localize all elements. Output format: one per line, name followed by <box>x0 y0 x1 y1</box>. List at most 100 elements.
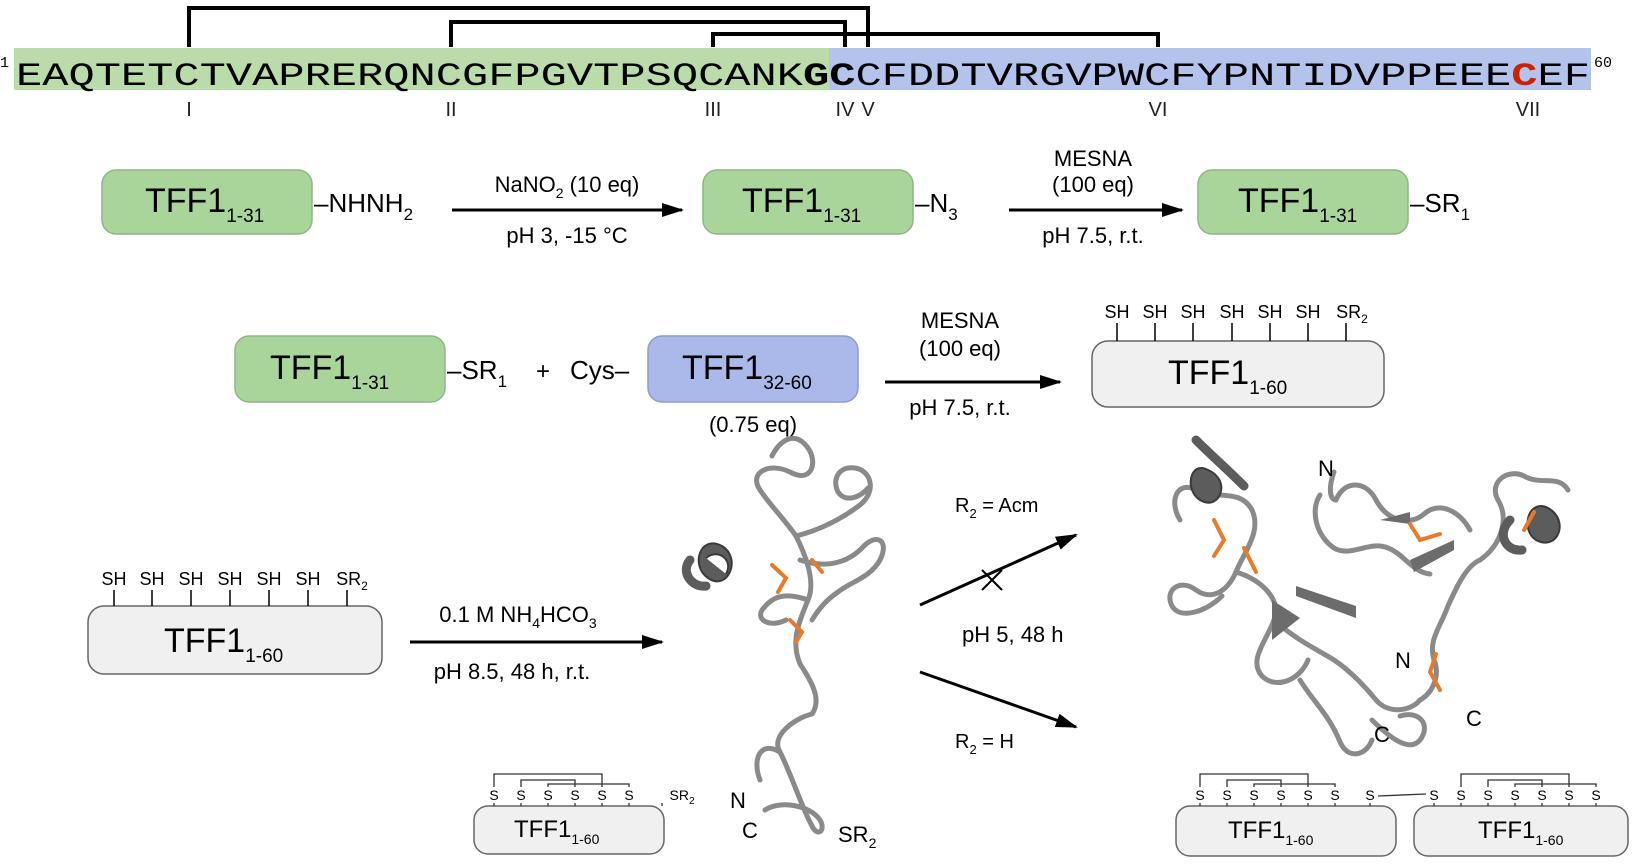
folded-monomer-structure <box>681 435 886 835</box>
row2-product-ticks <box>1116 323 1347 341</box>
row2-product-label: TFF11-60 <box>1168 354 1287 399</box>
row2-arrow-top1: MESNA <box>921 308 1000 333</box>
branch-up-label: R2 = Acm <box>955 495 1038 521</box>
dimer-s-7: S <box>1365 787 1374 803</box>
row3-sh-1: SH <box>101 569 126 589</box>
row2-sh-3: SH <box>1180 302 1205 322</box>
dimer-s-6: S <box>1330 787 1339 803</box>
cys-label-5: V <box>861 99 875 121</box>
row2-ligation: TFF11-31 –SR1 + Cys– TFF132-60 (0.75 eq)… <box>234 302 1385 437</box>
sequence-start-number: 1 <box>0 55 9 72</box>
row2-sh-6: SH <box>1295 302 1320 322</box>
row1-box1 <box>101 169 313 235</box>
branch-up-condition: pH 5, 48 h <box>962 622 1064 647</box>
row2-product-thiols: SH SH SH SH SH SH SR2 <box>1104 302 1368 326</box>
folded-s-5: S <box>597 787 606 803</box>
branch-down-arrow <box>919 670 1078 729</box>
row2-sh-4: SH <box>1219 302 1244 322</box>
branch-down-label: R2 = H <box>955 731 1014 757</box>
row3-reduced: TFF11-60 SH SH SH SH SH SH SR2 <box>87 569 383 675</box>
row3-arrow-top: 0.1 M NH4HCO3 <box>439 602 597 631</box>
row2-box2-label: TFF132-60 <box>682 349 812 394</box>
dimer-schematic-s-labels: S S S S S S S S S S S S S S <box>1195 787 1600 803</box>
row1-arrow1-top: NaNO2 (10 eq) <box>495 172 640 201</box>
row2-plus: + <box>536 358 550 385</box>
dimer-s-11: S <box>1510 787 1519 803</box>
folded-schematic-bonds <box>493 773 663 806</box>
row2-box1-label: TFF11-31 <box>270 349 389 394</box>
dimer-n-label-2: N <box>1395 648 1411 673</box>
dimer-s-2: S <box>1222 787 1231 803</box>
row3-reduced-ticks <box>113 590 348 606</box>
row1-hydrazide-to-thioester: TFF11-31 –NHNH2 NaNO2 (10 eq) pH 3, -15 … <box>101 146 1470 248</box>
row1-box2-label: TFF11-31 <box>742 182 861 227</box>
dimer-s-1: S <box>1195 787 1204 803</box>
row2-thioester: –SR1 <box>447 355 507 391</box>
dimer-structure <box>1167 435 1571 757</box>
row2-box1 <box>234 335 446 403</box>
row3-sh-3: SH <box>178 569 203 589</box>
dimer-s-13: S <box>1564 787 1573 803</box>
row1-arrow2-top1: MESNA <box>1054 146 1133 171</box>
dimer-s-12: S <box>1537 787 1546 803</box>
cys-label-2: II <box>445 99 456 121</box>
cysteine-labels: I II III IV V VI VII <box>186 99 1540 121</box>
dimer-schematic-box-left <box>1175 805 1397 857</box>
dimer-schematic-box-right <box>1413 805 1629 857</box>
folded-s-6: S <box>624 787 633 803</box>
cys-label-4: IV <box>836 99 856 121</box>
cys-label-7: VII <box>1516 99 1540 121</box>
dimer-n-label-1: N <box>1318 456 1334 481</box>
folded-schematic-label: TFF11-60 <box>514 816 600 847</box>
cys-label-3: III <box>705 99 722 121</box>
folded-schematic: TFF11-60 S S S S S S SR2 <box>473 773 695 855</box>
folded-sr2-label: SR2 <box>838 822 877 851</box>
row1-box3-label: TFF11-31 <box>1238 182 1357 227</box>
row2-equiv: (0.75 eq) <box>709 412 797 437</box>
row3-sr2: SR2 <box>336 569 368 593</box>
row3-reduced-box <box>87 605 383 675</box>
dimer-schematic-bonds <box>1199 773 1597 797</box>
dimer-s-10: S <box>1483 787 1492 803</box>
sequence-junction: GC <box>803 58 855 95</box>
dimer-schematic: TFF11-60 TFF11-60 S S S S S S S S S S S … <box>1175 773 1629 857</box>
dimer-s-14: S <box>1591 787 1600 803</box>
row1-arrow2-bottom: pH 7.5, r.t. <box>1042 223 1144 248</box>
row3-sh-5: SH <box>256 569 281 589</box>
row2-arrow-top2: (100 eq) <box>919 336 1001 361</box>
row1-box1-label: TFF11-31 <box>145 182 264 227</box>
sequence-mutated-residue: C <box>1511 58 1537 95</box>
row2-sr2: SR2 <box>1336 302 1368 326</box>
dimer-s-3: S <box>1249 787 1258 803</box>
dimer-c-label-1: C <box>1466 706 1482 731</box>
folded-s-2: S <box>516 787 525 803</box>
row1-box2 <box>702 169 914 235</box>
row2-sh-1: SH <box>1104 302 1129 322</box>
row2-box2 <box>647 335 859 403</box>
row3-reduced-thiols: SH SH SH SH SH SH SR2 <box>101 569 368 593</box>
folded-c-label: C <box>742 818 758 843</box>
dimer-s-9: S <box>1456 787 1465 803</box>
row1-arrow1-bottom: pH 3, -15 °C <box>506 223 627 248</box>
bracket-III-VI <box>711 32 1160 47</box>
row3-arrow-bottom: pH 8.5, 48 h, r.t. <box>434 659 591 684</box>
row1-arrow2-top2: (100 eq) <box>1052 172 1134 197</box>
cys-label-1: I <box>186 99 192 121</box>
sequence-end-number: 60 <box>1594 55 1612 72</box>
sequence-segment1: EAQTETCTVAPRERQNCGFPGVTPSQCANK <box>16 58 804 95</box>
row2-product-box <box>1091 340 1385 408</box>
folded-s-4: S <box>570 787 579 803</box>
dimer-schematic-label-left: TFF11-60 <box>1228 817 1314 848</box>
dimer-schematic-ticks <box>1199 803 1597 806</box>
row2-sh-5: SH <box>1257 302 1282 322</box>
branch-up-arrow <box>919 533 1078 607</box>
row2-arrow-bottom: pH 7.5, r.t. <box>909 395 1011 420</box>
row3-sh-4: SH <box>217 569 242 589</box>
bracket-I-V <box>187 6 870 47</box>
sequence-end-tail: EF <box>1538 58 1590 95</box>
cys-label-6: VI <box>1149 99 1168 121</box>
branch-up-cross <box>981 569 1003 591</box>
segment1-background <box>14 48 829 90</box>
